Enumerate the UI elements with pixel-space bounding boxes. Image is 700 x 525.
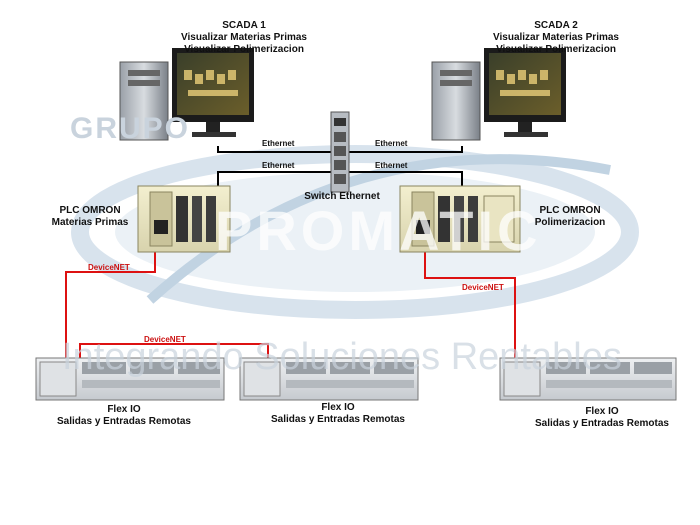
- ethernet-label-top-right: Ethernet: [375, 139, 408, 148]
- plc-1-label: PLC OMRON Materias Primas: [42, 205, 138, 229]
- plc-polimerizacion-device: [399, 185, 521, 253]
- plc-1-title: PLC OMRON: [59, 205, 121, 216]
- devicenet-label-plc-1: DeviceNET: [88, 263, 130, 272]
- flex-io-3-device: [499, 357, 677, 401]
- watermark-brand-left: GRUPO: [70, 112, 191, 145]
- switch-label: Switch Ethernet: [304, 191, 380, 202]
- plc-2-subtitle: Polimerizacion: [534, 217, 606, 228]
- watermark-brand-main: PROMATIC: [215, 199, 542, 262]
- ethernet-label-top-left: Ethernet: [262, 139, 295, 148]
- scada-2-line-1: Visualizar Materias Primas: [493, 32, 619, 43]
- scada-1-title: SCADA 1: [222, 20, 266, 31]
- switch-ethernet-device: [330, 111, 350, 193]
- plc-1-subtitle: Materias Primas: [51, 217, 129, 228]
- scada-1-line-2: Visualizar Polimerizacion: [184, 44, 304, 55]
- flex-io-2-subtitle: Salidas y Entradas Remotas: [271, 414, 405, 425]
- devicenet-label-plc-2: DeviceNET: [462, 283, 504, 292]
- flex-io-1-device: [35, 357, 225, 401]
- flex-io-3-label: Flex IO Salidas y Entradas Remotas: [518, 406, 686, 430]
- flex-io-1-subtitle: Salidas y Entradas Remotas: [57, 416, 191, 427]
- flex-io-2-title: Flex IO: [321, 402, 355, 413]
- scada-1-line-1: Visualizar Materias Primas: [181, 32, 307, 43]
- scada-2-label: SCADA 2 Visualizar Materias Primas Visua…: [480, 20, 632, 56]
- ethernet-label-bottom-left: Ethernet: [262, 161, 295, 170]
- scada-2-computer: [431, 48, 566, 141]
- flex-io-3-title: Flex IO: [585, 406, 619, 417]
- scada-2-title: SCADA 2: [534, 20, 578, 31]
- devicenet-label-flex-chain: DeviceNET: [144, 335, 186, 344]
- flex-io-3-subtitle: Salidas y Entradas Remotas: [535, 418, 669, 429]
- scada-2-line-2: Visualizar Polimerizacion: [496, 44, 616, 55]
- devicenet-links: [65, 252, 516, 362]
- flex-io-1-title: Flex IO: [107, 404, 141, 415]
- watermark-tagline: Integrando Soluciones Rentables: [62, 336, 622, 378]
- flex-io-2-device: [239, 357, 419, 401]
- flex-io-1-label: Flex IO Salidas y Entradas Remotas: [40, 404, 208, 428]
- plc-2-label: PLC OMRON Polimerizacion: [522, 205, 618, 229]
- ethernet-label-bottom-right: Ethernet: [375, 161, 408, 170]
- scada-1-label: SCADA 1 Visualizar Materias Primas Visua…: [168, 20, 320, 56]
- plc-materias-primas-device: [137, 185, 231, 253]
- plc-2-title: PLC OMRON: [539, 205, 601, 216]
- scada-1-computer: [119, 48, 254, 141]
- flex-io-2-label: Flex IO Salidas y Entradas Remotas: [254, 402, 422, 426]
